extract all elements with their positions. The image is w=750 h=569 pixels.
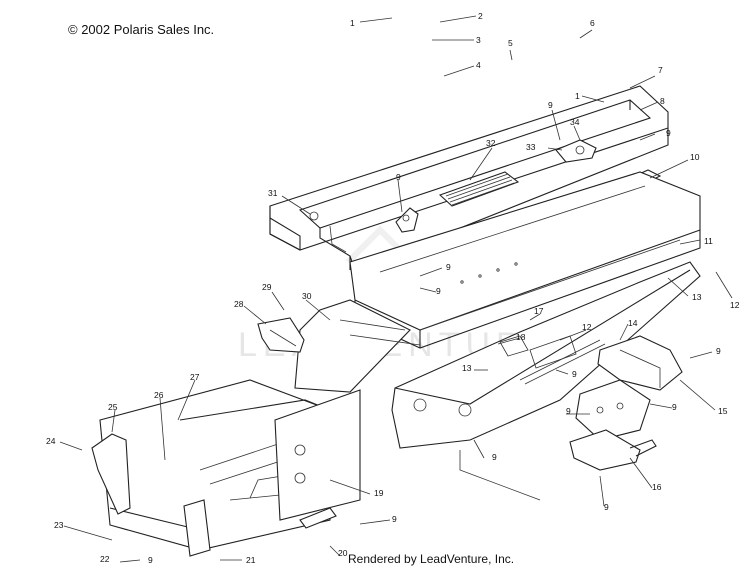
callout-label: 8	[660, 96, 665, 106]
callout-label: 10	[690, 152, 700, 162]
callout-label: 22	[100, 554, 110, 564]
callout-label: 24	[46, 436, 56, 446]
callout-label: 11	[704, 236, 713, 246]
callout-label: 17	[534, 306, 544, 316]
bracket-33-34-part	[555, 139, 597, 163]
callout-label: 21	[246, 555, 256, 565]
callout-label: 2	[478, 11, 483, 21]
callout-label: 9	[716, 346, 721, 356]
callout-label: 6	[590, 18, 595, 28]
callout-label: 33	[526, 142, 536, 152]
bracket-25-part	[91, 433, 131, 515]
side-panel-part	[294, 299, 421, 393]
callout-label: 31	[268, 188, 278, 198]
leader-lines	[59, 15, 733, 563]
callout-label: 30	[302, 291, 312, 301]
callout-label: 27	[190, 372, 200, 382]
callout-label: 1	[575, 91, 580, 101]
callout-label: 9	[604, 502, 609, 512]
callout-label: 34	[570, 117, 580, 127]
callout-label: 12	[730, 300, 740, 310]
callout-label: 1	[350, 18, 355, 28]
callout-label: 9	[396, 172, 401, 182]
callout-label: 28	[234, 299, 244, 309]
callout-label: 9	[436, 286, 441, 296]
callout-label: 26	[154, 390, 164, 400]
side-plate-19-part	[274, 389, 361, 521]
callout-label: 9	[148, 555, 153, 565]
callout-label: 3	[476, 35, 481, 45]
copyright-notice: © 2002 Polaris Sales Inc.	[68, 22, 215, 37]
rendered-by-credit: Rendered by LeadVenture, Inc.	[348, 552, 515, 566]
callout-label: 14	[628, 318, 638, 328]
callout-label: 9	[446, 262, 451, 272]
callout-label: 5	[508, 38, 513, 48]
callout-label: 19	[374, 488, 384, 498]
end-plate-21-part	[183, 499, 211, 557]
keyhole-fastener-part	[395, 207, 419, 233]
callout-label: 23	[54, 520, 64, 530]
callout-label: 9	[566, 406, 571, 416]
callout-label: 16	[652, 482, 662, 492]
callout-label: 32	[486, 138, 496, 148]
callout-label: 18	[516, 332, 526, 342]
callout-label: 29	[262, 282, 272, 292]
callout-label: 9	[392, 514, 397, 524]
callout-label: 13	[692, 292, 702, 302]
callout-label: 20	[338, 548, 348, 558]
callout-label: 9	[548, 100, 553, 110]
bracket-16-part	[569, 429, 657, 471]
callout-label: 7	[658, 65, 663, 75]
support-15-part	[575, 379, 651, 441]
callout-label: 13	[462, 363, 472, 373]
callout-label: 9	[572, 369, 577, 379]
bracket-28-part	[257, 317, 305, 353]
bracket-20-part	[299, 507, 337, 529]
callout-label: 9	[672, 402, 677, 412]
support-14-part	[597, 335, 683, 391]
callout-label: 25	[108, 402, 118, 412]
callout-label: 9	[666, 128, 671, 138]
callout-label: 15	[718, 406, 728, 416]
vent-grille-part	[438, 171, 520, 207]
callout-label: 9	[492, 452, 497, 462]
frame-rail-part	[391, 261, 701, 501]
callout-labels: 1 2 3 4 5 6 1 7 8 9 34 33 9 32 10 31 9 1…	[46, 11, 740, 565]
callout-label: 12	[582, 322, 592, 332]
callout-label: 4	[476, 60, 481, 70]
